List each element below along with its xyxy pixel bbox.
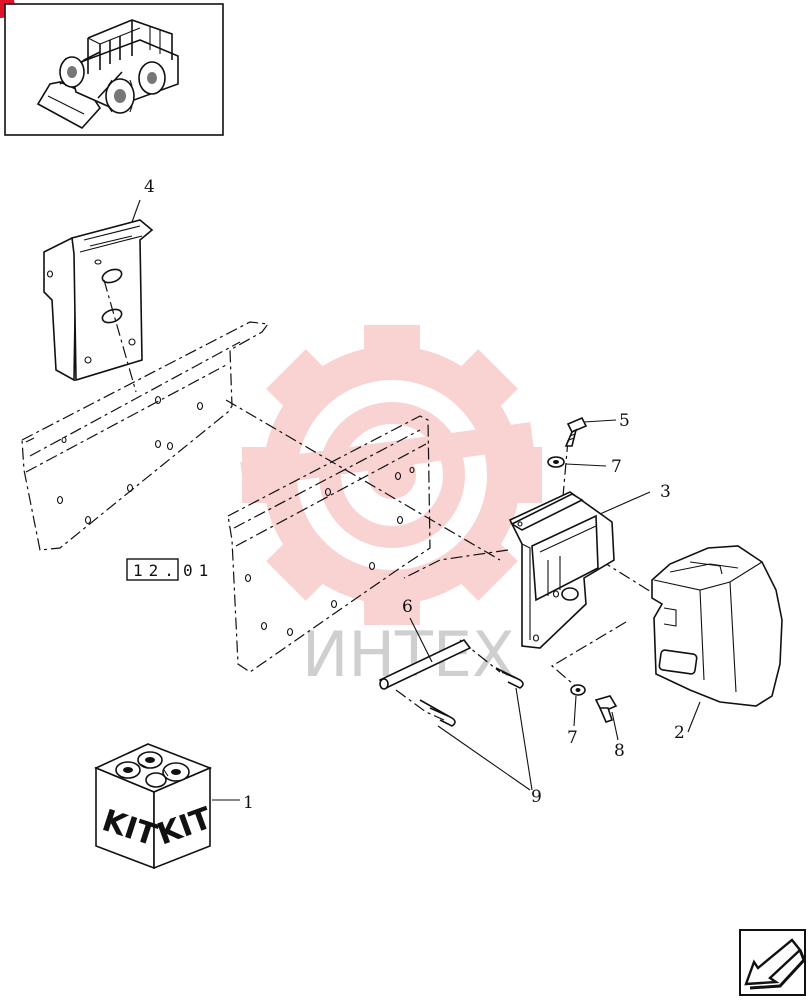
thumbnail-box[interactable] (4, 3, 224, 136)
callout-8: 8 (614, 741, 625, 761)
watermark-logo (240, 325, 542, 625)
callout-7-lower: 7 (567, 728, 578, 748)
part-7-washer-upper (547, 456, 607, 468)
chassis-phantom-right (227, 415, 431, 673)
part-4-bracket (43, 199, 154, 382)
previous-page-button[interactable] (739, 929, 806, 996)
chassis-phantom-left (21, 321, 270, 551)
part-6-pin (378, 617, 472, 690)
callout-5: 5 (619, 411, 630, 431)
part-3-mounting-bracket (508, 491, 651, 649)
reference-rest-text: 01 (183, 561, 214, 580)
section-reference[interactable]: 12. 01 (126, 558, 214, 581)
part-8-bolt (594, 695, 619, 741)
callout-3: 3 (660, 482, 671, 502)
callout-1: 1 (243, 793, 254, 813)
part-1-kit-box: KIT KIT (94, 743, 240, 870)
callout-7-upper: 7 (611, 457, 622, 477)
hydraulic-fittings-icon (115, 751, 190, 788)
callout-9: 9 (531, 787, 542, 807)
part-2-counterweight (651, 545, 783, 733)
part-9-linch-pins (419, 667, 533, 791)
callout-4: 4 (144, 177, 155, 197)
previous-page-arrow-icon (744, 938, 806, 990)
callout-6: 6 (402, 597, 413, 617)
reference-box-text: 12. (133, 561, 180, 580)
part-5-bolt (564, 416, 617, 447)
skid-steer-loader-icon (36, 19, 179, 130)
part-7-washer-lower (570, 684, 586, 727)
watermark-text: ИНТЕХ (302, 618, 515, 691)
callout-2: 2 (674, 723, 685, 743)
